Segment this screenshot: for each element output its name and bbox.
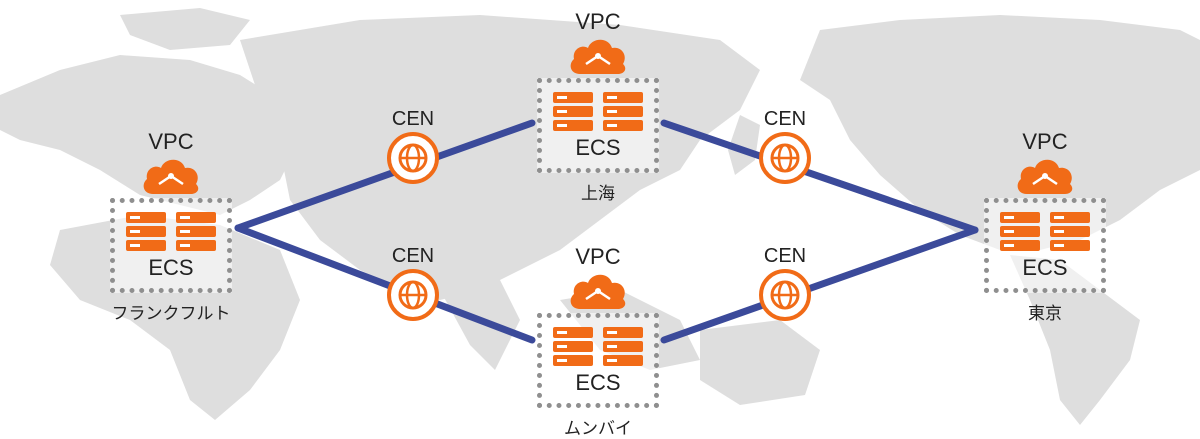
globe-icon — [387, 132, 439, 184]
ecs-label: ECS — [1022, 254, 1068, 280]
map-greenland-left — [120, 8, 250, 50]
server-icon — [603, 91, 643, 131]
cen-label: CEN — [763, 108, 807, 130]
cen-bottom-right: CEN — [750, 245, 820, 321]
vpc-label: VPC — [1022, 129, 1068, 154]
map-south-america — [1010, 255, 1140, 425]
server-icon — [1000, 211, 1040, 251]
server-icon — [603, 326, 643, 366]
map-europe — [0, 55, 300, 215]
ecs-box: ECS — [537, 78, 659, 173]
vpc-label: VPC — [575, 244, 621, 269]
cen-top-right: CEN — [750, 108, 820, 184]
server-icon — [1050, 211, 1090, 251]
cloud-icon — [1017, 159, 1073, 194]
city-label-tokyo: 東京 — [1028, 304, 1062, 323]
node-tokyo: VPC ECS 東京 — [980, 130, 1110, 324]
vpc-label: VPC — [575, 9, 621, 34]
cen-top-left: CEN — [378, 108, 448, 184]
ecs-box: ECS — [984, 198, 1106, 293]
cen-links — [234, 119, 979, 344]
link-mumbai-tokyo — [660, 226, 979, 344]
map-india — [440, 280, 520, 370]
link-frankfurt-shanghai — [234, 119, 536, 232]
ecs-label: ECS — [575, 369, 621, 395]
cloud-icon — [570, 274, 626, 309]
city-label-mumbai: ムンバイ — [564, 419, 632, 438]
ecs-label: ECS — [575, 134, 621, 160]
cen-label: CEN — [391, 245, 435, 267]
cen-label: CEN — [763, 245, 807, 267]
map-australia — [700, 320, 820, 405]
server-icon — [553, 326, 593, 366]
globe-icon — [759, 132, 811, 184]
link-shanghai-tokyo — [660, 119, 979, 234]
city-label-frankfurt: フランクフルト — [111, 304, 231, 323]
cloud-icon — [570, 39, 626, 74]
cloud-icon — [143, 159, 199, 194]
ecs-box: ECS — [110, 198, 232, 293]
ecs-label: ECS — [148, 254, 194, 280]
map-japan — [728, 115, 760, 175]
city-label-shanghai: 上海 — [581, 184, 615, 203]
node-shanghai: VPC ECS 上海 — [533, 10, 663, 204]
server-icon — [176, 211, 216, 251]
server-icon — [126, 211, 166, 251]
node-mumbai: VPC ECS ムンバイ — [533, 245, 663, 439]
map-north-america — [800, 15, 1200, 250]
ecs-box: ECS — [537, 313, 659, 408]
cen-bottom-left: CEN — [378, 245, 448, 321]
globe-icon — [759, 269, 811, 321]
server-icon — [553, 91, 593, 131]
globe-icon — [387, 269, 439, 321]
cen-label: CEN — [391, 108, 435, 130]
node-frankfurt: VPC ECS フランクフルト — [106, 130, 236, 324]
vpc-label: VPC — [148, 129, 194, 154]
link-frankfurt-mumbai — [234, 224, 536, 344]
